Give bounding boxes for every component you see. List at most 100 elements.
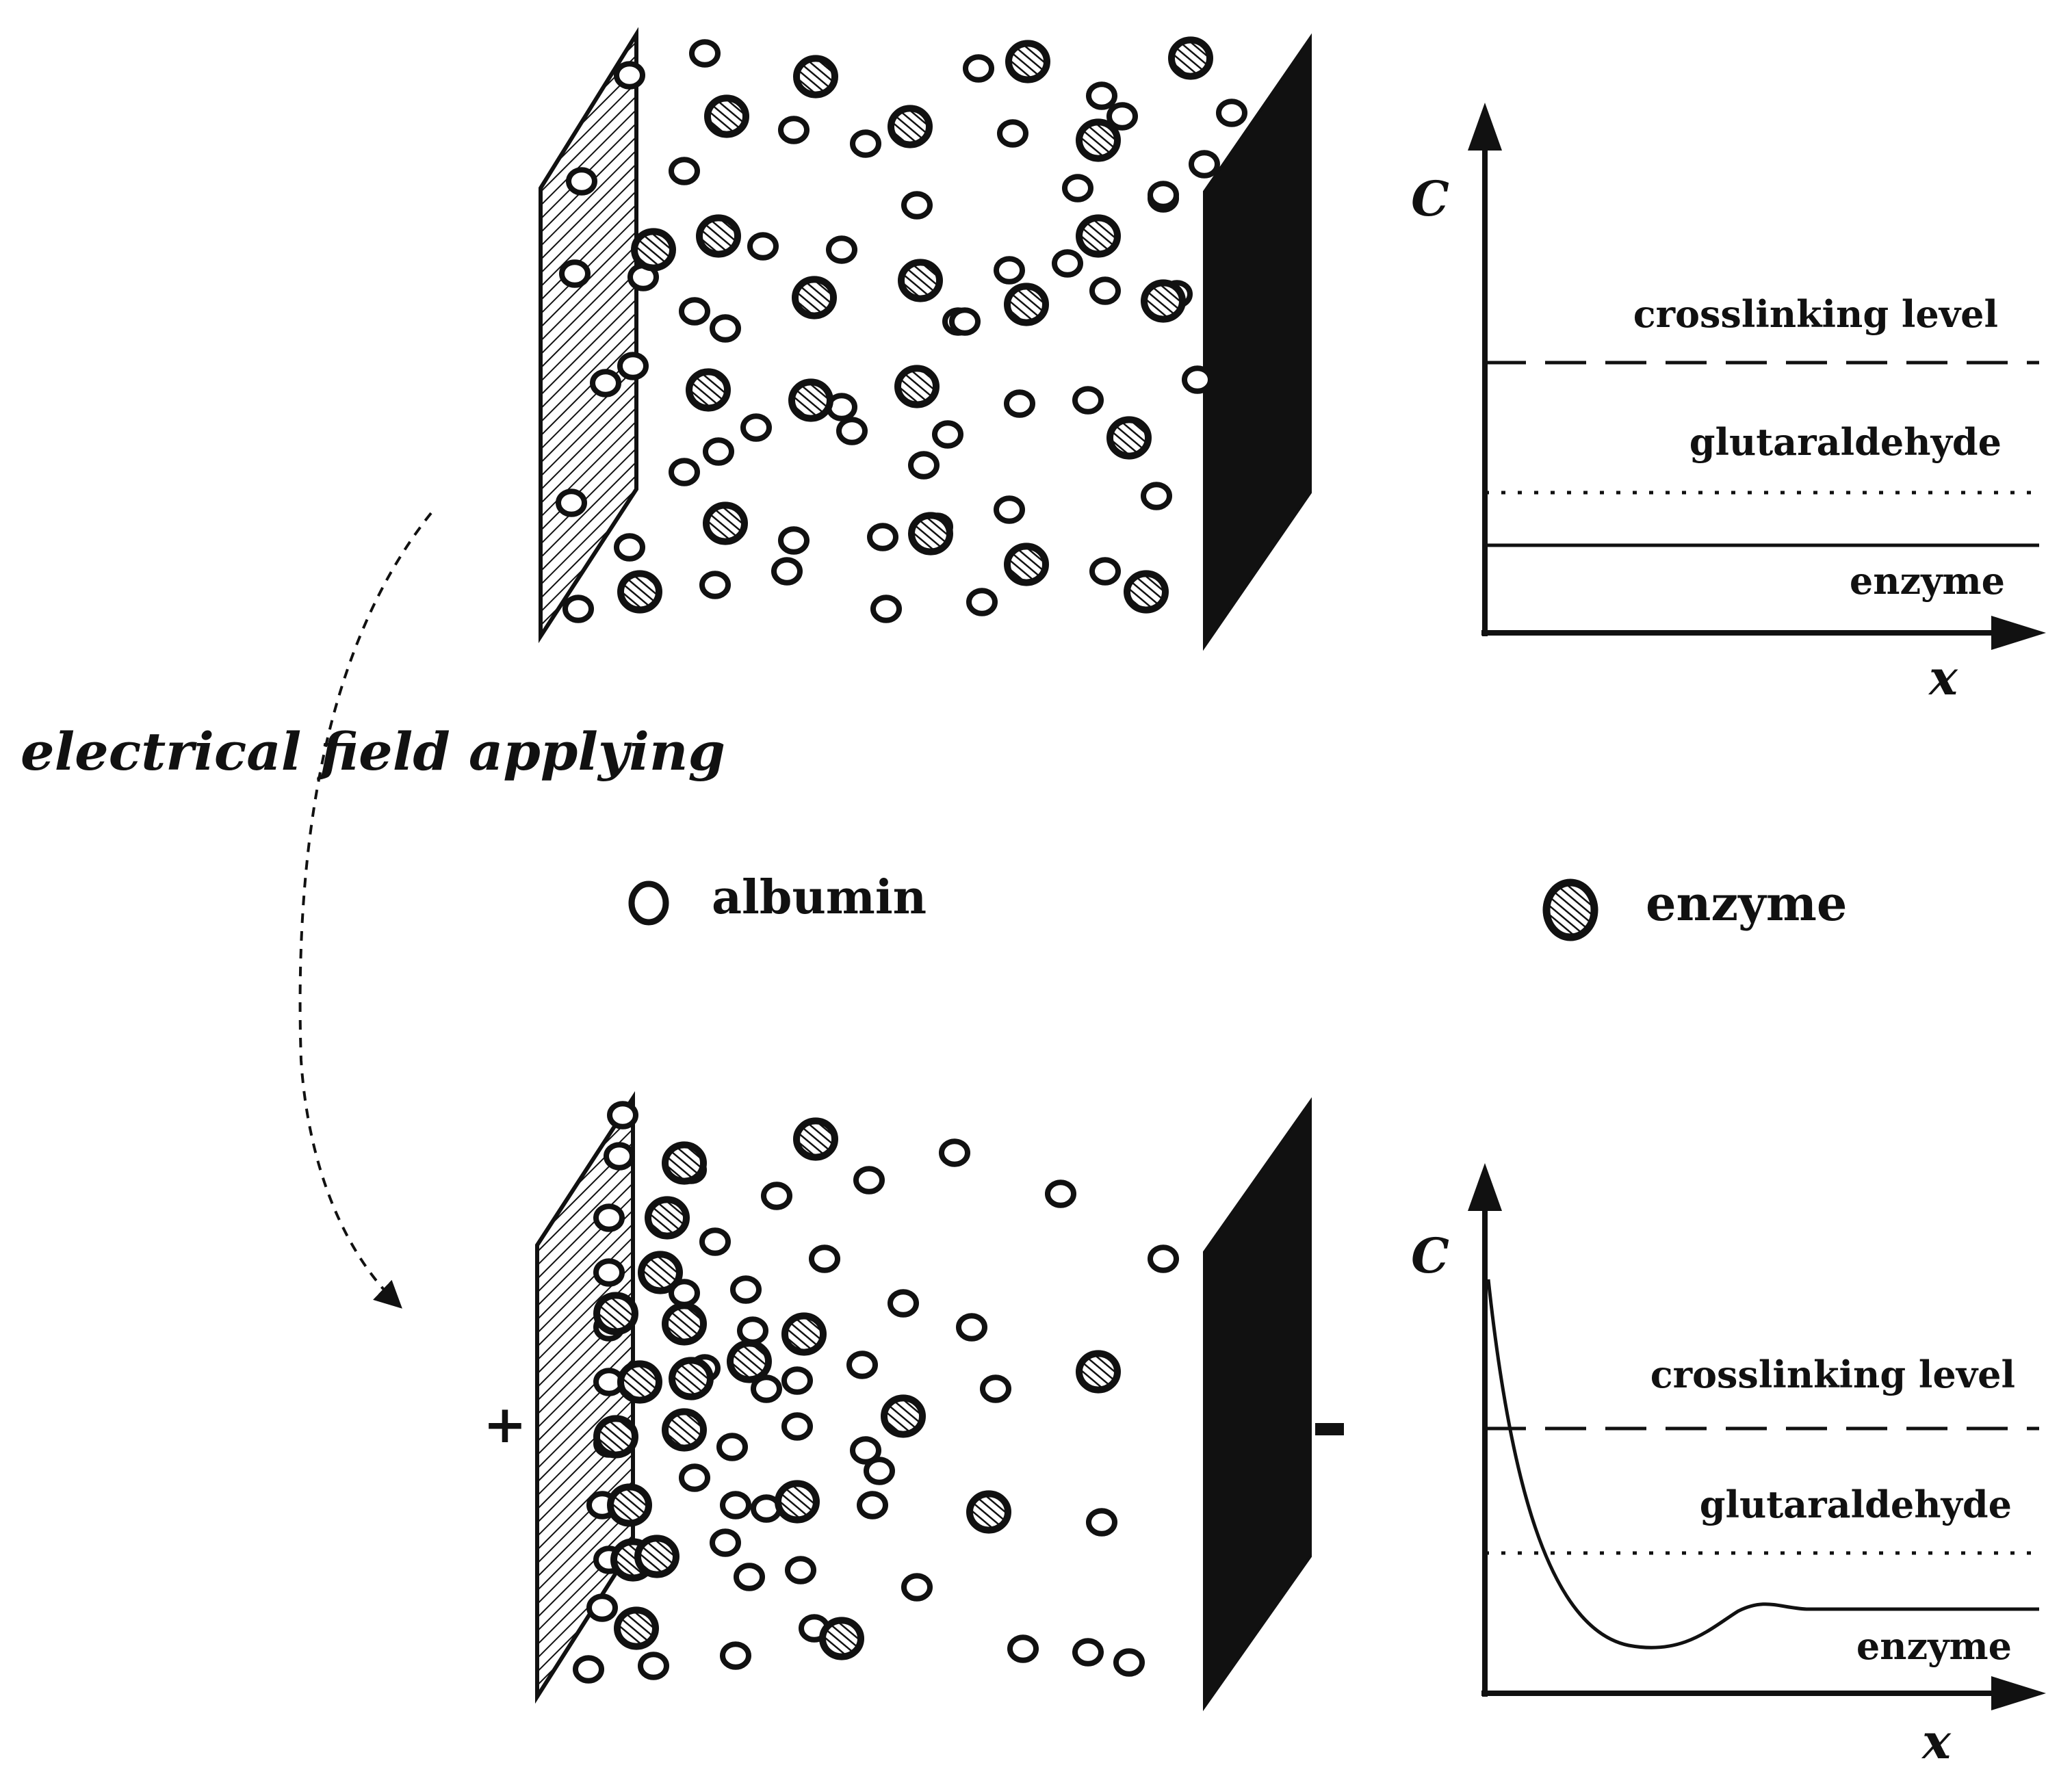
bottom-panel: + — [483, 1091, 1344, 1712]
enzyme-particle — [662, 1141, 707, 1185]
enzyme-particle — [1004, 543, 1049, 586]
albumin-particle — [1086, 1508, 1117, 1537]
enzyme-legend-label: enzyme — [1646, 875, 1847, 932]
enzyme-particle — [617, 1360, 662, 1404]
albumin-particle — [785, 1556, 816, 1584]
bottom-particles — [573, 1101, 1179, 1684]
enzyme-particle — [1005, 40, 1050, 83]
albumin-particle — [853, 1166, 885, 1195]
enzyme-particle — [1141, 279, 1186, 323]
enzyme-particle — [662, 1408, 707, 1452]
albumin-particle — [1045, 1179, 1076, 1208]
enzyme-particle — [792, 276, 837, 319]
albumin-particle — [870, 595, 902, 623]
enzyme-particle — [638, 1251, 683, 1294]
albumin-particle — [638, 1652, 669, 1680]
albumin-particle — [857, 1491, 888, 1519]
enzyme-particle — [966, 1490, 1011, 1534]
enzyme-particle — [703, 501, 748, 545]
negative-sign — [1315, 1423, 1344, 1435]
top-right-electrode — [1203, 33, 1312, 651]
albumin-particle — [604, 1142, 635, 1171]
albumin-particle — [734, 1563, 765, 1591]
albumin-particle — [740, 413, 772, 442]
albumin-particle — [1089, 276, 1121, 305]
albumin-particle — [710, 314, 741, 343]
enzyme-particle — [727, 1340, 772, 1383]
albumin-particle — [1113, 1648, 1145, 1677]
enzyme-particle — [1124, 570, 1169, 614]
albumin-particle — [1189, 150, 1220, 179]
enzyme-particle — [898, 259, 943, 302]
enzyme-particle — [775, 1480, 820, 1524]
albumin-particle — [867, 523, 898, 551]
albumin-particle — [966, 588, 998, 616]
enzyme-particle — [908, 512, 953, 556]
albumin-particle — [590, 369, 621, 397]
bottom-left-electrode — [535, 1091, 635, 1704]
albumin-particle — [771, 557, 803, 586]
top-particles — [556, 36, 1247, 623]
field-arrow — [298, 512, 432, 1309]
bottom-graph: C x crosslinking level glutaraldehyde en… — [1411, 1163, 2046, 1770]
albumin-particle — [730, 1275, 762, 1304]
enzyme-particle — [593, 1292, 638, 1335]
albumin-particle — [720, 1641, 751, 1670]
albumin-particle — [573, 1655, 604, 1684]
enzyme-particle — [696, 214, 741, 258]
albumin-particle — [716, 1433, 748, 1461]
albumin-particle — [699, 571, 731, 599]
enzyme-particle — [781, 1312, 827, 1356]
enzyme-particle — [793, 55, 838, 99]
enzyme-particle — [607, 1483, 652, 1527]
albumin-particle — [901, 1573, 933, 1602]
albumin-particle — [679, 297, 710, 326]
albumin-particle — [699, 1227, 731, 1256]
enzyme-particle — [1168, 36, 1213, 80]
enzyme-particle — [645, 1196, 690, 1240]
top-x-axis-label: x — [1928, 649, 1958, 706]
enzyme-particle — [894, 365, 940, 408]
albumin-particle — [761, 1182, 792, 1210]
albumin-particle — [669, 458, 700, 486]
albumin-particle — [703, 437, 734, 466]
albumin-particle — [932, 420, 963, 449]
albumin-particle — [607, 1101, 638, 1130]
albumin-legend-label: albumin — [712, 870, 927, 925]
albumin-particle — [679, 1463, 710, 1492]
albumin-particle — [614, 61, 645, 90]
albumin-legend-icon — [628, 881, 669, 926]
albumin-particle — [846, 1351, 878, 1379]
bottom-x-axis-label: x — [1921, 1713, 1952, 1770]
albumin-particle — [1182, 365, 1213, 394]
bottom-glutaraldehyde-label: glutaraldehyde — [1700, 1483, 2012, 1526]
albumin-particle — [850, 1436, 881, 1465]
positive-sign: + — [483, 1394, 527, 1455]
albumin-particle — [617, 352, 649, 380]
albumin-particle — [689, 39, 721, 68]
albumin-particle — [1148, 1244, 1179, 1273]
enzyme-particle — [1004, 283, 1049, 326]
albumin-particle — [1062, 174, 1093, 203]
albumin-particle — [997, 119, 1028, 148]
top-y-arrowhead — [1468, 103, 1502, 151]
enzyme-particle — [1076, 118, 1121, 162]
legend: albumin enzyme — [628, 870, 1847, 941]
caption-label: electrical field applying — [21, 721, 725, 782]
top-glutaraldehyde-label: glutaraldehyde — [1689, 420, 2002, 464]
albumin-particle — [809, 1244, 840, 1273]
enzyme-particle — [593, 1415, 638, 1459]
albumin-particle — [1007, 1634, 1039, 1663]
albumin-particle — [1072, 386, 1104, 415]
enzyme-particle — [788, 378, 833, 422]
enzyme-particle — [617, 570, 662, 614]
albumin-particle — [669, 157, 700, 185]
albumin-particle — [994, 256, 1025, 285]
bottom-y-axis-label: C — [1411, 1227, 1449, 1284]
albumin-particle — [720, 1491, 751, 1519]
albumin-particle — [901, 191, 933, 220]
enzyme-particle — [686, 368, 731, 412]
albumin-particle — [836, 417, 868, 445]
bottom-crosslinking-label: crosslinking level — [1650, 1353, 2015, 1396]
